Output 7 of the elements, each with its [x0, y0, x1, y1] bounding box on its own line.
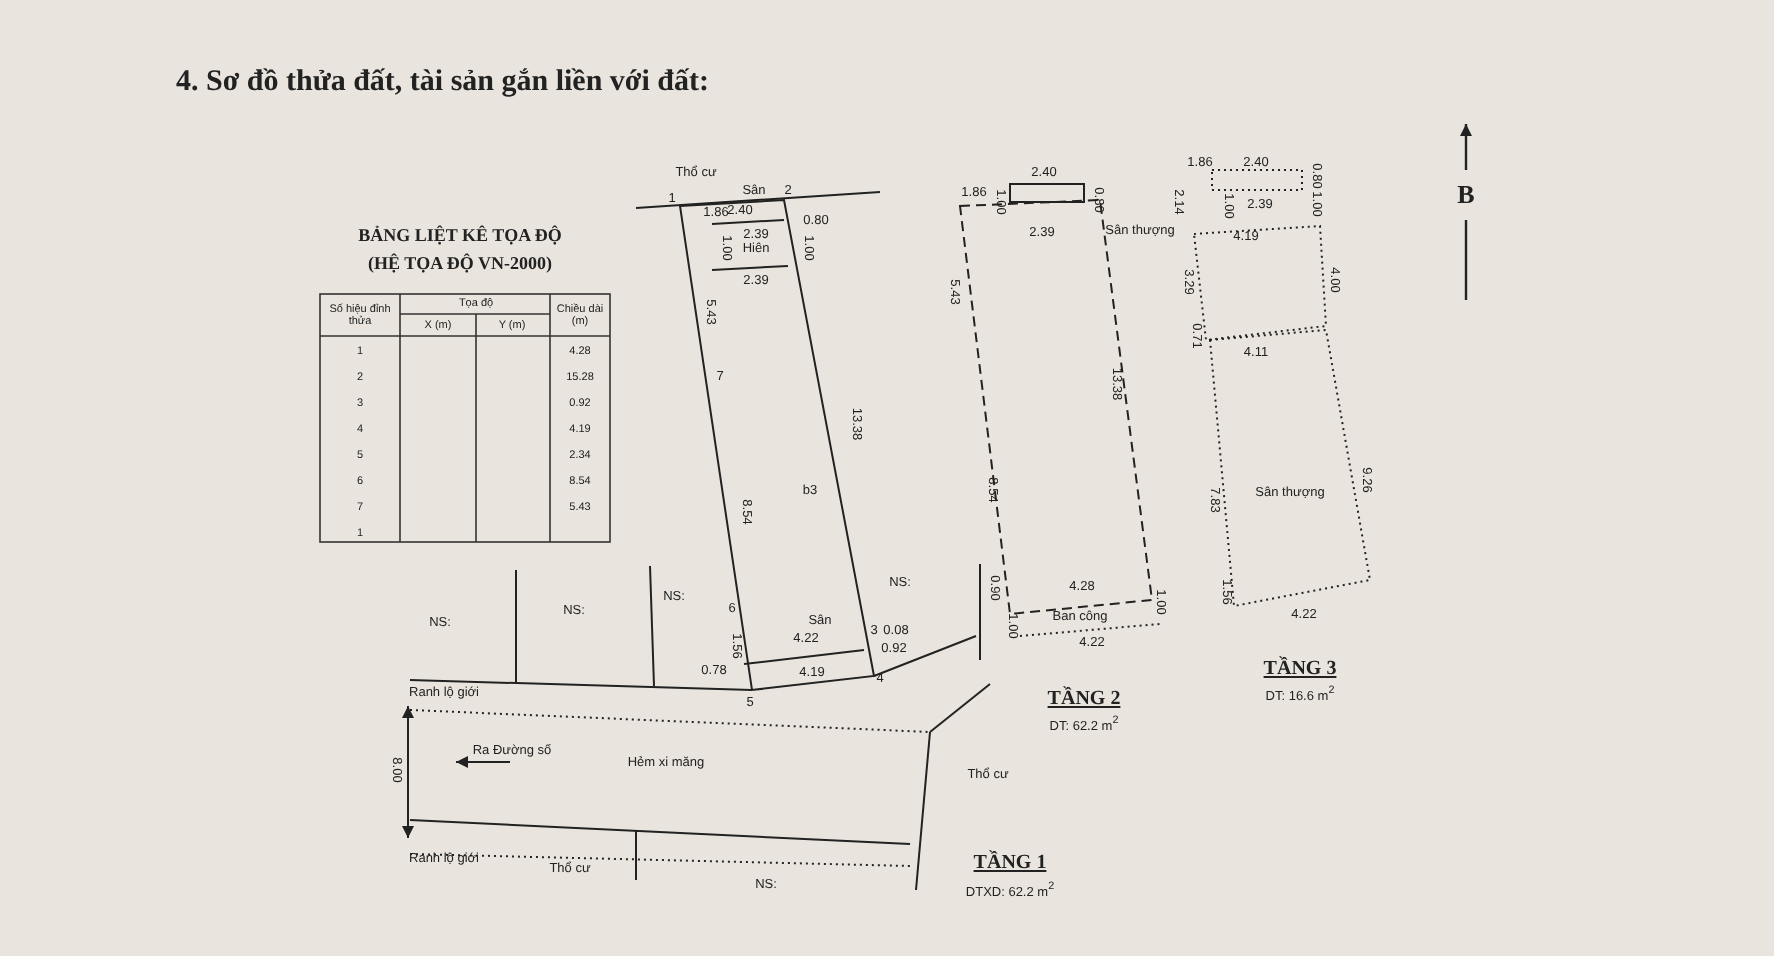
table-title: BẢNG LIỆT KÊ TỌA ĐỘ [358, 227, 562, 245]
floor-heading: TẦNG 1 [973, 854, 1047, 874]
floor-heading: TẦNG 2 [1047, 690, 1121, 710]
heading: 4. Sơ đồ thửa đất, tài sản gắn liền với đất: [176, 66, 709, 100]
floor-heading: TẦNG 3 [1263, 660, 1337, 680]
table-subtitle: (HỆ TỌA ĐỘ VN-2000) [368, 255, 552, 273]
north-label: B [1457, 181, 1475, 207]
